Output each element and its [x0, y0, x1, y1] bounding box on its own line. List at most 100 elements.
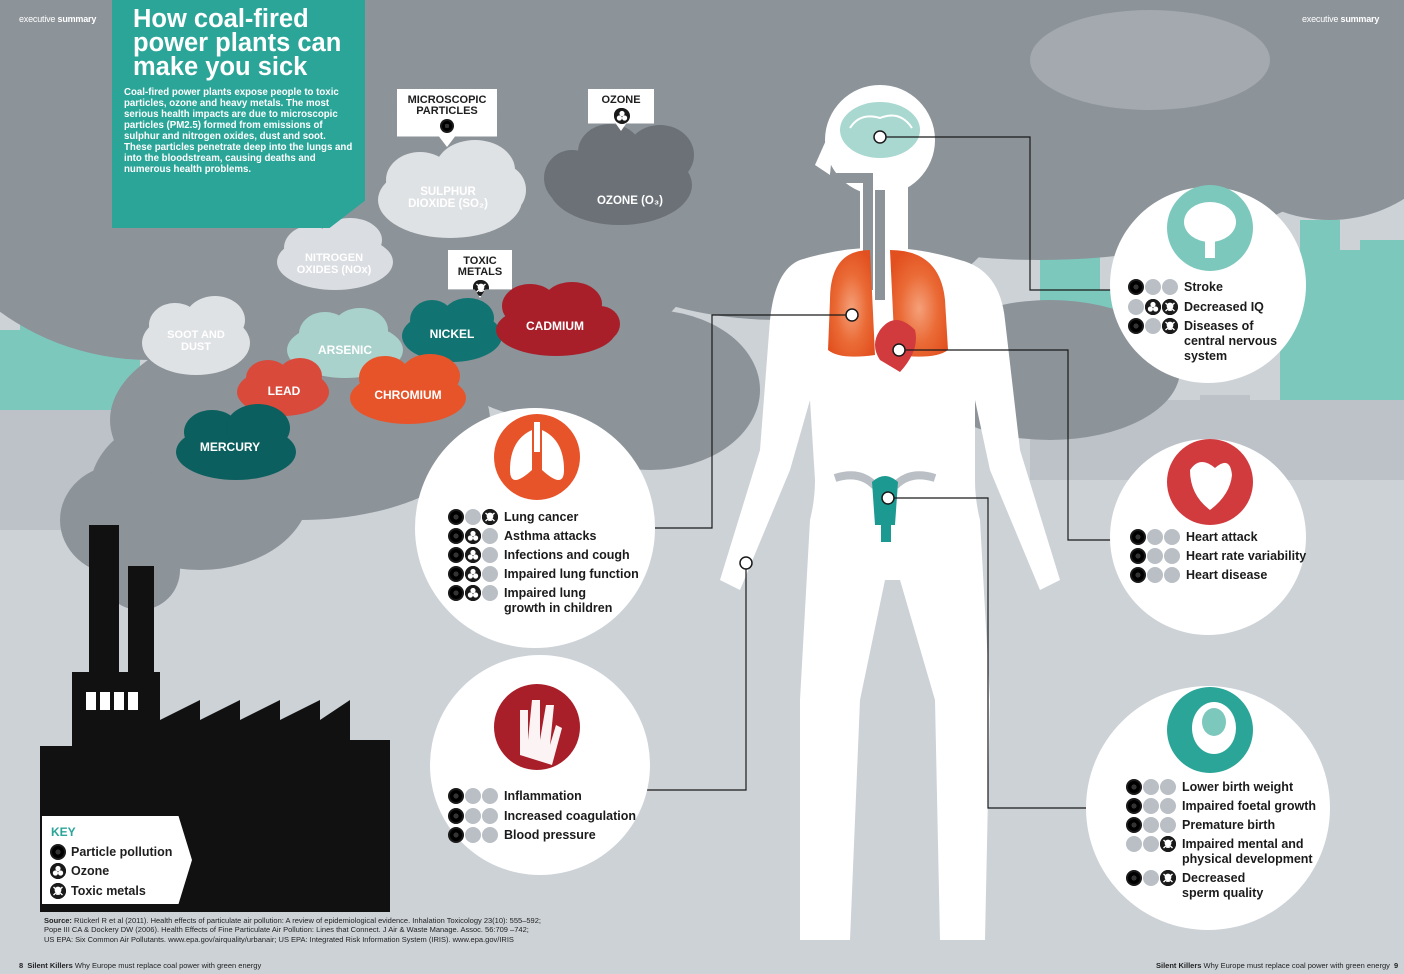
- particle-icon: [1126, 817, 1142, 833]
- title-box: [112, 0, 365, 228]
- tag-toxic-label: TOXIC METALS: [457, 255, 503, 278]
- particle-icon: [448, 509, 464, 525]
- page-title: How coal-fired power plants can make you…: [133, 5, 342, 81]
- empty-icon: [1160, 817, 1176, 833]
- pollutant-icons: [448, 566, 498, 582]
- empty-icon: [1164, 567, 1180, 583]
- effect-label: Infections and cough: [504, 548, 630, 562]
- lungs-effect-row: Impaired lung function: [448, 566, 639, 582]
- header-right: executive summary: [1302, 14, 1380, 24]
- cloud-arsenic: ARSENIC: [317, 343, 373, 357]
- cloud-mercury: MERCURY: [199, 440, 261, 454]
- particle-icon: [448, 788, 464, 804]
- key-row-toxic: Toxic metals: [50, 883, 146, 899]
- pollutant-icons: [448, 509, 498, 525]
- ozone-icon: [465, 547, 481, 563]
- source-text: Source: Rückerl R et al (2011). Health e…: [44, 916, 541, 944]
- particle-icon: [1128, 279, 1144, 295]
- particle-icon: [440, 119, 454, 133]
- particle-icon: [1128, 318, 1144, 334]
- pollutant-icons: [1128, 318, 1178, 334]
- effect-label: Heart rate variability: [1186, 549, 1307, 563]
- pollutant-icons: [1128, 299, 1178, 315]
- particle-icon: [1126, 779, 1142, 795]
- blood-effect-row: Increased coagulation: [448, 808, 636, 824]
- heart-effect-row: Heart disease: [1130, 567, 1268, 583]
- empty-icon: [1128, 299, 1144, 315]
- particle-icon: [448, 827, 464, 843]
- cloud-ozone: OZONE (O₃): [596, 195, 664, 207]
- effect-label: Heart disease: [1186, 568, 1268, 582]
- connector-lines: [624, 136, 1128, 809]
- empty-icon: [1147, 529, 1163, 545]
- blood-effect-row: Inflammation: [448, 788, 582, 804]
- empty-icon: [482, 808, 498, 824]
- tag-microscopic-label: MICROSCOPIC PARTICLES: [407, 94, 487, 117]
- empty-icon: [1126, 836, 1142, 852]
- header-left: executive summary: [19, 14, 97, 24]
- empty-icon: [1145, 279, 1161, 295]
- empty-icon: [1160, 779, 1176, 795]
- ozone-icon: [465, 566, 481, 582]
- footer-left: 8 Silent Killers Why Europe must replace…: [19, 961, 262, 970]
- effect-label: Impaired lung function: [504, 567, 639, 581]
- empty-icon: [465, 509, 481, 525]
- heart-effect-row: Heart rate variability: [1130, 548, 1307, 564]
- foetus-effect-row: Lower birth weight: [1126, 779, 1293, 795]
- tag-ozone-label: OZONE: [601, 94, 641, 106]
- empty-icon: [1143, 836, 1159, 852]
- key-row-ozone: Ozone: [50, 863, 109, 879]
- pollutant-icons: [448, 528, 498, 544]
- lungs-effect-row: Lung cancer: [448, 509, 578, 525]
- particle-icon: [448, 808, 464, 824]
- pollutant-icons: [1126, 779, 1176, 795]
- empty-icon: [1145, 318, 1161, 334]
- effect-label: Heart attack: [1186, 530, 1258, 544]
- empty-icon: [1147, 548, 1163, 564]
- pollutant-icons: [448, 547, 498, 563]
- empty-icon: [482, 566, 498, 582]
- empty-icon: [482, 547, 498, 563]
- empty-icon: [1162, 279, 1178, 295]
- intro-text: Coal-fired power plants expose people to…: [124, 87, 353, 175]
- particle-icon: [1130, 548, 1146, 564]
- ozone-icon: [50, 863, 66, 879]
- footer-right: Silent Killers Why Europe must replace c…: [1156, 961, 1399, 970]
- empty-icon: [482, 788, 498, 804]
- effect-label: Decreased IQ: [1184, 300, 1264, 314]
- empty-icon: [1143, 798, 1159, 814]
- effect-label: Impaired foetal growth: [1182, 799, 1317, 813]
- lungs-effect-row: Infections and cough: [448, 547, 630, 563]
- pollutant-icons: [448, 585, 498, 601]
- particle-icon: [1130, 529, 1146, 545]
- effect-label: Increased coagulation: [504, 809, 636, 823]
- toxic-icon: [1162, 299, 1178, 315]
- pollutant-icons: [1126, 870, 1176, 886]
- empty-icon: [465, 827, 481, 843]
- toxic-icon: [1160, 836, 1176, 852]
- pollutant-icons: [1126, 817, 1176, 833]
- blood-effect-row: Blood pressure: [448, 827, 596, 843]
- brain-effect-row: Stroke: [1128, 279, 1223, 295]
- particle-icon: [448, 566, 464, 582]
- pollutant-icons: [448, 788, 498, 804]
- particle-icon: [1126, 870, 1142, 886]
- empty-icon: [482, 528, 498, 544]
- brain-icon: [840, 102, 920, 158]
- pollutant-icons: [1130, 567, 1180, 583]
- effect-label: Premature birth: [1182, 818, 1276, 832]
- toxic-icon: [50, 883, 66, 899]
- ozone-icon: [465, 528, 481, 544]
- brain-effect-row: Decreased IQ: [1128, 299, 1264, 315]
- cloud-nickel: NICKEL: [429, 327, 475, 341]
